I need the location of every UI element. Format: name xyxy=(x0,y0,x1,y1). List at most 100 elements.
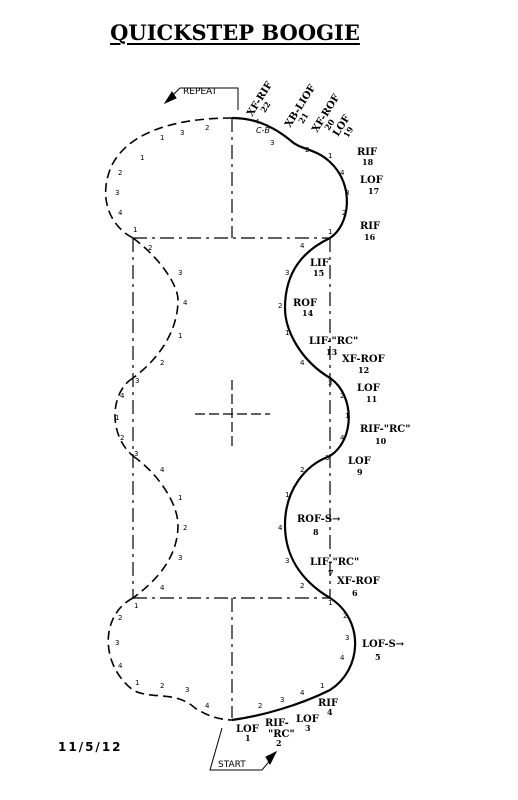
step-num-10: 10 xyxy=(375,436,387,446)
step-label-13: LIF-"RC" xyxy=(309,336,358,347)
count-mark: 3 xyxy=(345,634,349,642)
count-mark: 2 xyxy=(305,146,309,154)
step-num-12: 12 xyxy=(358,365,369,375)
step-label-1: LOF xyxy=(236,724,259,735)
step-label-7: LIF-"RC" xyxy=(310,557,359,568)
count-mark: 2 xyxy=(343,612,347,620)
left-counts: 1 3 2 1 2 3 4 1 2 3 4 1 2 3 4 1 2 3 4 1 … xyxy=(115,124,210,710)
count-mark: 2 xyxy=(258,702,262,710)
ce-label: C-B xyxy=(256,126,270,135)
step-num-5: 5 xyxy=(375,652,381,662)
step-label-2: RIF- xyxy=(265,718,289,729)
count-mark: 2 xyxy=(160,359,164,367)
left-pattern xyxy=(104,117,233,721)
count-mark: 4 xyxy=(340,654,345,662)
count-mark: 3 xyxy=(280,696,284,704)
step-num-2: 2 xyxy=(276,738,282,748)
step-num-1: 1 xyxy=(245,733,251,743)
step-label-22: XF-RIF xyxy=(245,80,275,119)
repeat-arrow xyxy=(163,87,239,110)
count-mark: 1 xyxy=(328,599,332,607)
count-mark: 1 xyxy=(328,228,332,236)
step-label-4: RIF xyxy=(318,698,338,709)
count-mark: 4 xyxy=(183,299,188,307)
step-label-9: LOF xyxy=(348,456,371,467)
count-mark: 1 xyxy=(140,154,144,162)
count-mark: 3 xyxy=(178,269,182,277)
count-mark: 4 xyxy=(340,169,345,177)
count-mark: 2 xyxy=(342,209,346,217)
count-mark: 2 xyxy=(300,466,304,474)
step-label-2b: "RC" xyxy=(268,729,295,740)
count-mark: 3 xyxy=(270,139,274,147)
count-mark: 3 xyxy=(115,189,119,197)
long-axis-box xyxy=(132,237,331,599)
step-num-15: 15 xyxy=(313,268,324,278)
step-labels: LOF 1 RIF- "RC" 2 LOF 3 RIF 4 LOF-S→ 5 X… xyxy=(236,147,410,748)
start-label: START xyxy=(218,760,246,770)
count-mark: 3 xyxy=(345,189,349,197)
step-label-18: RIF xyxy=(357,147,377,158)
step-label-8: ROF-S→ xyxy=(297,514,341,525)
count-mark: 3 xyxy=(135,377,139,385)
count-mark: 4 xyxy=(118,662,123,670)
count-mark: 1 xyxy=(328,152,332,160)
count-mark: 3 xyxy=(115,639,119,647)
count-mark: 4 xyxy=(300,359,305,367)
count-mark: 1 xyxy=(134,602,138,610)
count-mark: 3 xyxy=(285,557,289,565)
step-label-15: LIF xyxy=(310,258,329,269)
count-mark: 2 xyxy=(278,302,282,310)
count-mark: 1 xyxy=(285,329,289,337)
count-mark: 4 xyxy=(300,242,305,250)
count-mark: 1 xyxy=(285,491,289,499)
count-mark: 2 xyxy=(120,434,124,442)
count-mark: 4 xyxy=(300,689,305,697)
right-pattern xyxy=(231,116,357,722)
count-mark: 4 xyxy=(160,584,165,592)
count-mark: 4 xyxy=(205,702,210,710)
count-mark: 4 xyxy=(255,118,260,126)
start-arrow xyxy=(209,727,278,771)
count-mark: 1 xyxy=(160,134,164,142)
step-label-12: XF-ROF xyxy=(342,354,385,365)
count-mark: 2 xyxy=(183,524,187,532)
count-mark: 3 xyxy=(285,269,289,277)
count-mark: 2 xyxy=(148,244,152,252)
center-cross xyxy=(195,380,270,448)
count-mark: 4 xyxy=(160,466,165,474)
step-num-17: 17 xyxy=(368,186,379,196)
step-num-6: 6 xyxy=(352,588,358,598)
count-mark: 3 xyxy=(325,454,329,462)
step-label-11: LOF xyxy=(357,383,380,394)
count-mark: 2 xyxy=(118,614,122,622)
count-mark: 4 xyxy=(120,392,125,400)
count-mark: 1 xyxy=(135,679,139,687)
step-label-3: LOF xyxy=(296,714,319,725)
step-label-16: RIF xyxy=(360,221,380,232)
count-mark: 1 xyxy=(345,412,349,420)
count-mark: 1 xyxy=(320,682,324,690)
count-mark: 4 xyxy=(340,434,345,442)
count-mark: 2 xyxy=(340,392,344,400)
count-mark: 1 xyxy=(133,226,137,234)
step-num-18: 18 xyxy=(362,157,374,167)
right-counts: 2 3 4 1 4 3 2 1 2 3 4 1 2 3 4 1 2 3 4 1 … xyxy=(255,118,349,710)
count-mark: 3 xyxy=(134,450,138,458)
date-label: 11/5/12 xyxy=(58,740,123,754)
count-mark: 3 xyxy=(328,379,332,387)
count-mark: 3 xyxy=(178,554,182,562)
step-num-3: 3 xyxy=(305,723,311,733)
step-num-16: 16 xyxy=(364,232,376,242)
step-label-5: LOF-S→ xyxy=(362,639,405,650)
step-num-9: 9 xyxy=(357,467,363,477)
step-label-10: RIF-"RC" xyxy=(360,424,410,435)
count-mark: 2 xyxy=(300,582,304,590)
repeat-label: REPEAT xyxy=(183,87,218,97)
count-mark: 2 xyxy=(118,169,122,177)
count-mark: 1 xyxy=(178,494,182,502)
step-num-13: 13 xyxy=(326,347,338,357)
step-num-8: 8 xyxy=(313,527,319,537)
count-mark: 1 xyxy=(115,414,119,422)
